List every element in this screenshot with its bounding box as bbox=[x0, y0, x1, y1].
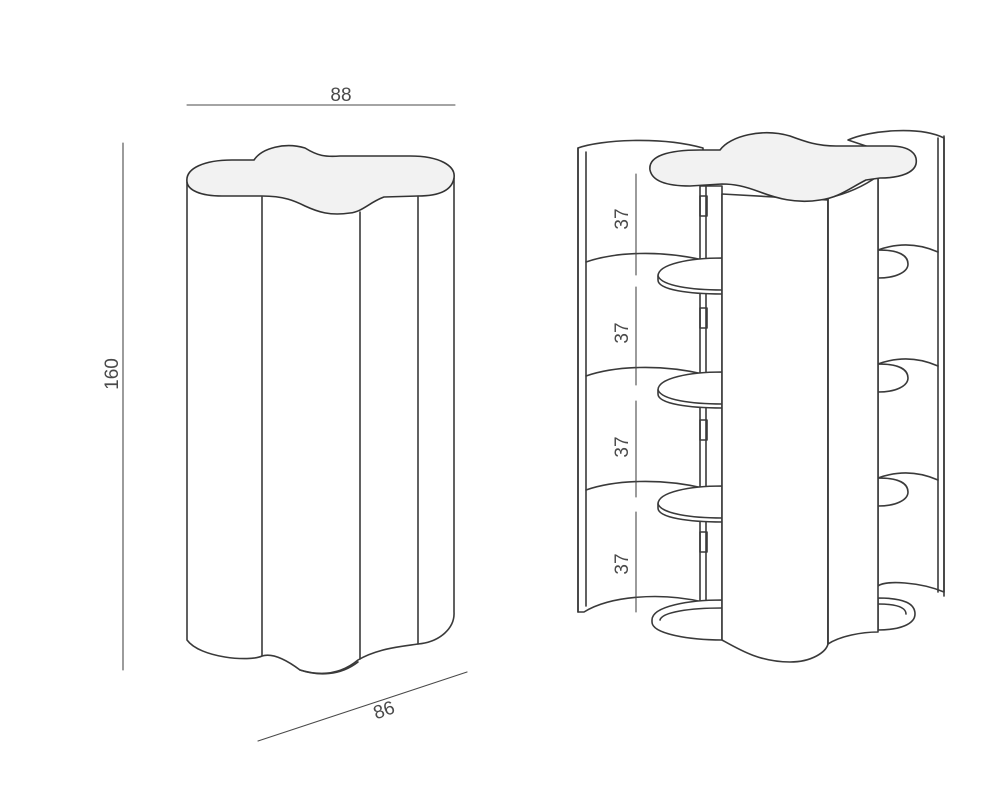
cabinet-base bbox=[299, 661, 359, 675]
depth-dimension-line bbox=[257, 671, 468, 742]
hinge-icon bbox=[699, 419, 708, 441]
right-door-panel bbox=[847, 129, 945, 597]
shelf-spacing-dimension: 37 37 37 37 bbox=[612, 173, 637, 613]
shelf-spacing-label: 37 bbox=[612, 436, 633, 457]
hinge-icon bbox=[699, 531, 708, 553]
open-cabinet-top-surface bbox=[649, 132, 918, 203]
closed-cabinet-view: 88 160 86 bbox=[102, 85, 468, 742]
height-dimension-label: 160 bbox=[102, 358, 123, 390]
cabinet-body bbox=[186, 177, 455, 675]
cabinet-top-surface bbox=[186, 144, 455, 215]
shelf-spacing-label: 37 bbox=[612, 322, 633, 343]
open-cabinet-view: 37 37 37 37 bbox=[577, 129, 945, 663]
hinge-icon bbox=[699, 195, 708, 217]
hinge-icon bbox=[699, 307, 708, 329]
width-dimension-label: 88 bbox=[330, 85, 351, 106]
shelf-spacing-label: 37 bbox=[612, 553, 633, 574]
depth-dimension-label: 86 bbox=[371, 697, 398, 724]
center-column bbox=[721, 175, 879, 663]
shelf-spacing-label: 37 bbox=[612, 208, 633, 229]
right-shelves bbox=[877, 249, 916, 631]
